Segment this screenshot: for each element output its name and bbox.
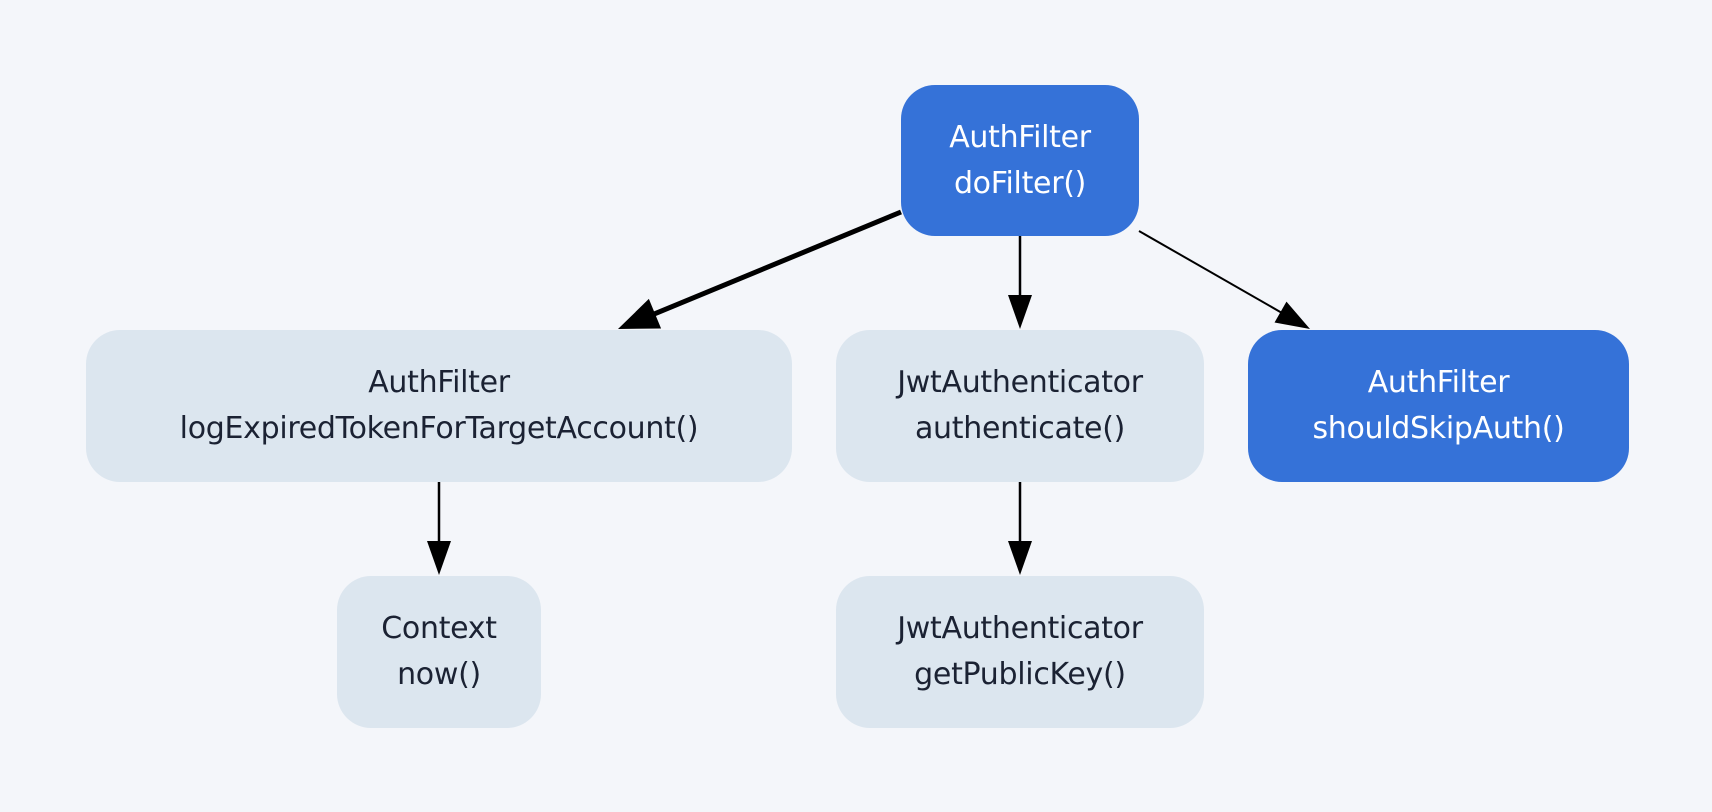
arrowhead-icon [1274, 301, 1310, 329]
edge-line [652, 209, 902, 317]
node-class-label: AuthFilter [1367, 365, 1510, 400]
node-class-label: JwtAuthenticator [897, 365, 1143, 400]
node-method-label: shouldSkipAuth() [1312, 411, 1565, 446]
edge-line [1138, 230, 1283, 314]
node-jwtauthenticator-getpublickey[interactable]: JwtAuthenticator getPublicKey() [836, 576, 1204, 728]
node-method-label: getPublicKey() [914, 657, 1126, 692]
node-authfilter-logexpired[interactable]: AuthFilter logExpiredTokenForTargetAccou… [86, 330, 792, 482]
edge-authfilter-dofilter-to-authfilter-logexpired [618, 209, 902, 329]
edge-authfilter-dofilter-to-jwtauthenticator-authenticate [1008, 236, 1032, 329]
node-method-label: authenticate() [914, 411, 1126, 446]
node-context-now[interactable]: Context now() [337, 576, 541, 728]
node-method-label: doFilter() [953, 165, 1087, 201]
arrowhead-icon [427, 541, 451, 575]
node-class-label: JwtAuthenticator [897, 611, 1143, 646]
edges-layer [427, 209, 1310, 575]
arrowhead-icon [1008, 541, 1032, 575]
arrowhead-icon [1008, 295, 1032, 329]
edge-jwtauthenticator-authenticate-to-jwtauthenticator-getpublickey [1008, 482, 1032, 575]
node-class-label: Context [381, 611, 497, 646]
node-class-label: AuthFilter [949, 119, 1091, 155]
node-jwtauthenticator-authenticate[interactable]: JwtAuthenticator authenticate() [836, 330, 1204, 482]
edge-authfilter-logexpired-to-context-now [427, 482, 451, 575]
edge-authfilter-dofilter-to-authfilter-shouldskipauth [1138, 230, 1310, 329]
node-method-label: now() [397, 657, 481, 692]
node-class-label: AuthFilter [368, 365, 510, 400]
node-authfilter-shouldskipauth[interactable]: AuthFilter shouldSkipAuth() [1248, 330, 1629, 482]
arrowhead-icon [618, 298, 662, 329]
node-method-label: logExpiredTokenForTargetAccount() [179, 411, 699, 446]
node-authfilter-dofilter[interactable]: AuthFilter doFilter() [901, 85, 1139, 236]
